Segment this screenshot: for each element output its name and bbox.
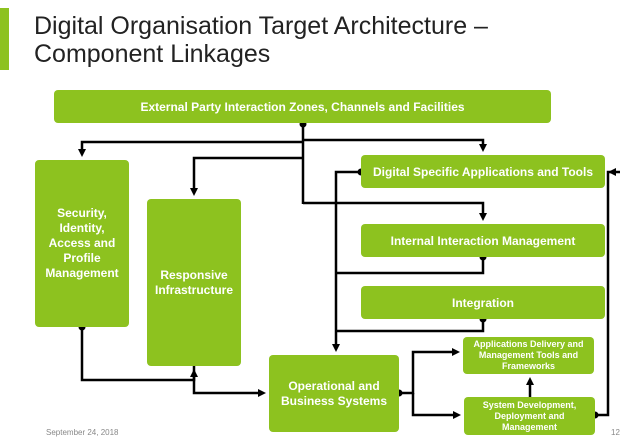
connector-responsive-to-ops — [192, 380, 266, 397]
footer-date: September 24, 2018 — [46, 428, 119, 437]
connector-to-digital — [303, 138, 487, 152]
responsive-infrastructure-box: Responsive Infrastructure — [147, 199, 241, 366]
connector-to-security — [78, 140, 303, 157]
connector-digital-to-ops — [332, 170, 361, 352]
connector-to-internal — [303, 201, 487, 221]
applications-delivery-box: Applications Delivery and Management Too… — [463, 337, 594, 374]
digital-applications-box: Digital Specific Applications and Tools — [361, 155, 605, 188]
system-development-box: System Development, Deployment and Manag… — [464, 397, 595, 435]
page-title: Digital Organisation Target Architecture… — [34, 12, 488, 68]
connector-ops-to-sys — [411, 393, 461, 419]
connector-ops-to-app — [399, 348, 460, 395]
integration-box: Integration — [361, 286, 605, 319]
connector-internal-down — [336, 257, 485, 275]
connector-to-responsive — [190, 156, 303, 196]
title-accent-bar — [0, 8, 9, 70]
internal-interaction-box: Internal Interaction Management — [361, 224, 605, 257]
operational-business-box: Operational and Business Systems — [269, 355, 399, 432]
external-party-box: External Party Interaction Zones, Channe… — [54, 90, 551, 123]
security-identity-box: Security, Identity, Access and Profile M… — [35, 160, 129, 327]
page-number: 12 — [611, 428, 620, 437]
connector-integration-down — [336, 319, 485, 333]
